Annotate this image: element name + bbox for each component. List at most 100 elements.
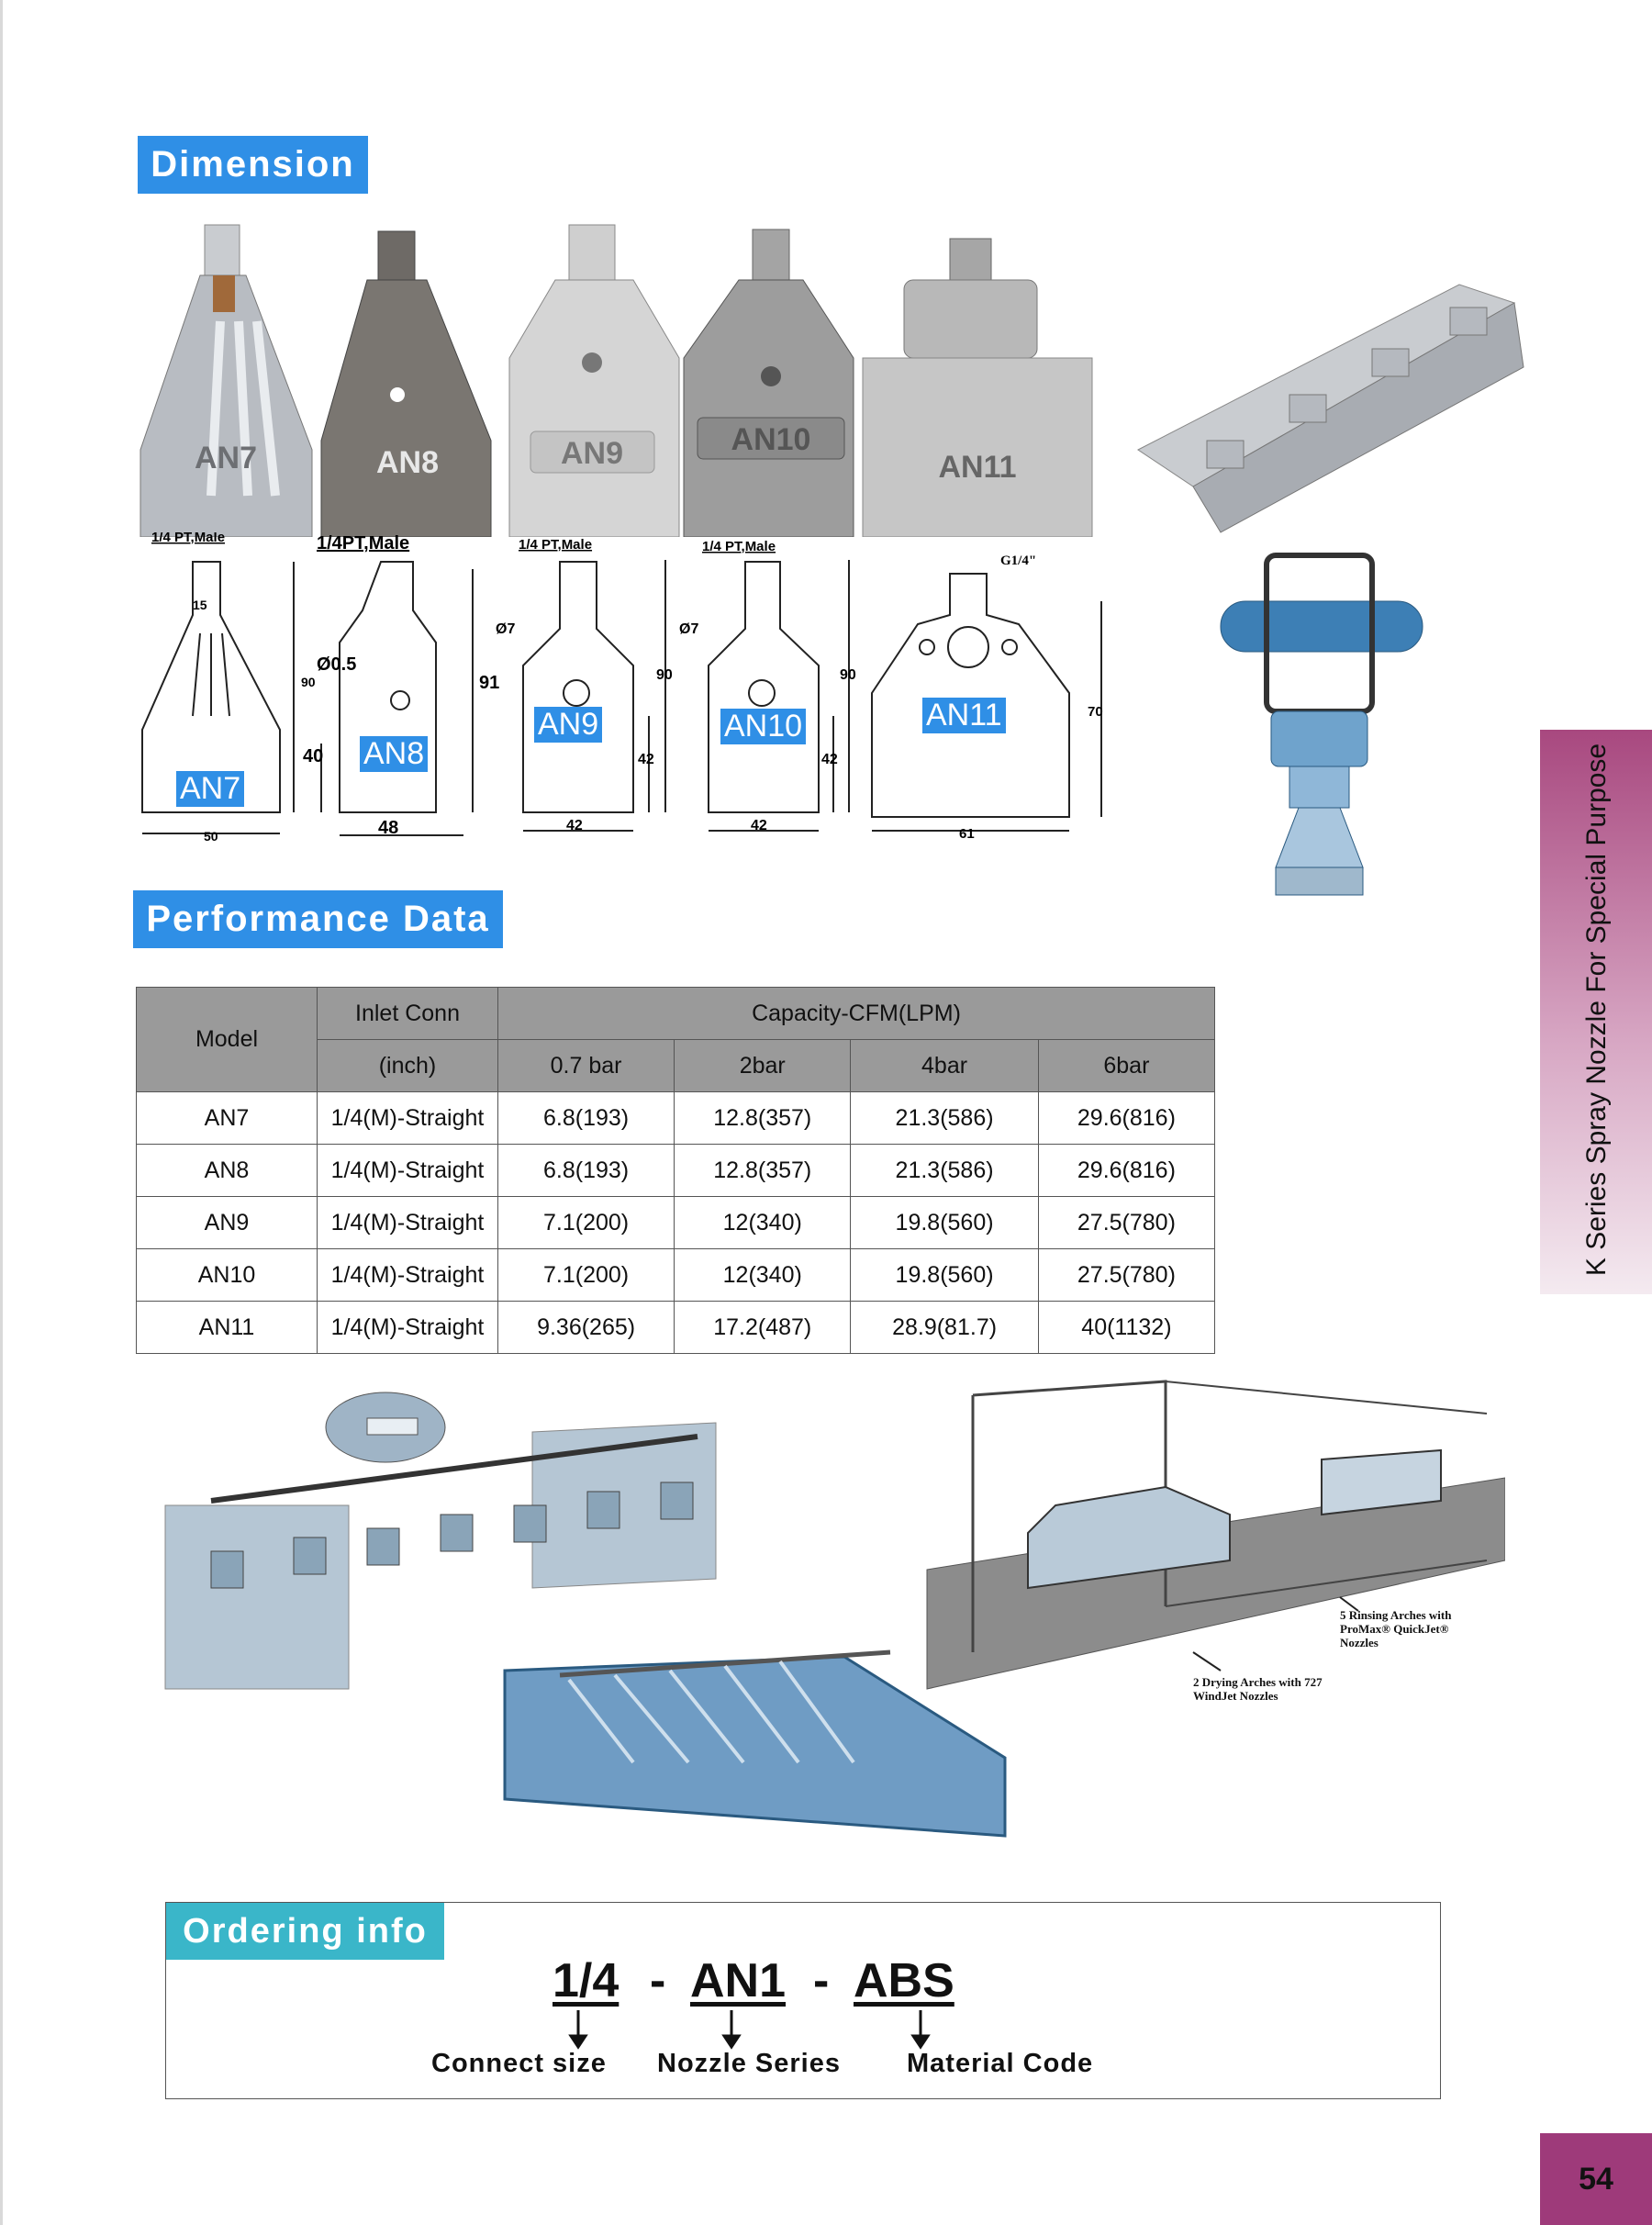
dim-an7-width: 50 xyxy=(204,829,218,844)
cell-value: 21.3(586) xyxy=(850,1091,1039,1145)
photo-an7: AN7 xyxy=(140,224,313,538)
table-row: AN11 1/4(M)-Straight 9.36(265) 17.2(487)… xyxy=(136,1301,1216,1354)
cell-value: 9.36(265) xyxy=(497,1301,675,1354)
cell-value: 12.8(357) xyxy=(674,1091,852,1145)
header-inlet: Inlet Conn xyxy=(317,987,498,1040)
cell-model: AN10 xyxy=(136,1248,318,1302)
caption-material-code: Material Code xyxy=(907,2049,1094,2078)
nozzle-photo-row: AN7 AN8 AN9 AN10 A xyxy=(138,220,1533,538)
cell-inlet: 1/4(M)-Straight xyxy=(317,1091,498,1145)
dim-an7-height: 90 xyxy=(301,675,316,689)
cell-value: 6.8(193) xyxy=(497,1144,675,1197)
code-dash-1: - xyxy=(650,1954,666,2007)
rinsing-caption: 5 Rinsing Arches with ProMax® QuickJet® … xyxy=(1340,1608,1452,1649)
dimension-title: Dimension xyxy=(138,136,368,194)
conn-an11: G1/4" xyxy=(1000,553,1036,568)
cell-inlet: 1/4(M)-Straight xyxy=(317,1196,498,1249)
header-p3: 4bar xyxy=(850,1039,1039,1092)
page-edge xyxy=(0,0,3,2225)
dim-an10-low: 42 xyxy=(821,752,838,767)
drawing-label-an9: AN9 xyxy=(534,707,603,743)
cell-value: 7.1(200) xyxy=(497,1196,675,1249)
dim-an10-hole: Ø7 xyxy=(679,621,698,637)
dim-an10-width: 42 xyxy=(751,818,767,833)
drawing-label-an7: AN7 xyxy=(176,771,245,807)
cell-value: 12(340) xyxy=(674,1196,852,1249)
table-row: AN9 1/4(M)-Straight 7.1(200) 12(340) 19.… xyxy=(136,1196,1216,1249)
dim-an11-width: 61 xyxy=(959,826,975,842)
drawing-label-an8: AN8 xyxy=(360,736,429,772)
performance-title: Performance Data xyxy=(133,890,503,948)
conn-an8: 1/4PT,Male xyxy=(317,533,409,553)
dim-an10-height: 90 xyxy=(840,667,856,683)
cell-value: 19.8(560) xyxy=(850,1248,1039,1302)
dim-an9-height: 90 xyxy=(656,667,673,683)
cell-value: 29.6(816) xyxy=(1037,1091,1216,1145)
caption-connect-size: Connect size xyxy=(431,2049,607,2078)
photo-an11: AN11 xyxy=(862,238,1093,538)
header-capacity: Capacity-CFM(LPM) xyxy=(497,987,1215,1040)
conveyor-belt-illustration xyxy=(503,1649,1007,1838)
conn-an7: 1/4 PT,Male xyxy=(151,532,225,545)
table-row: AN8 1/4(M)-Straight 6.8(193) 12.8(357) 2… xyxy=(136,1144,1216,1197)
code-material: ABS xyxy=(854,1954,954,2007)
photo-label-an9: AN9 xyxy=(561,436,623,471)
photo-an9: AN9 xyxy=(508,224,680,538)
drawings-svg: 1/4 PT,Male 15 50 90 1/4PT,Male Ø0.5 48 … xyxy=(141,530,1103,844)
cell-value: 29.6(816) xyxy=(1037,1144,1216,1197)
cell-inlet: 1/4(M)-Straight xyxy=(317,1144,498,1197)
dim-an9-width: 42 xyxy=(566,818,583,833)
page-number: 54 xyxy=(1540,2133,1652,2225)
side-tab-text: K Series Spray Nozzle For Special Purpos… xyxy=(1581,743,1612,1277)
cell-value: 27.5(780) xyxy=(1037,1248,1216,1302)
cell-inlet: 1/4(M)-Straight xyxy=(317,1248,498,1302)
code-nozzle-series: AN1 xyxy=(690,1954,787,2007)
car-wash-illustration xyxy=(926,1380,1506,1690)
photo-manifold xyxy=(1137,284,1524,533)
pipe-mount-illustration xyxy=(1202,546,1441,913)
cell-value: 7.1(200) xyxy=(497,1248,675,1302)
cell-value: 17.2(487) xyxy=(674,1301,852,1354)
header-p4: 6bar xyxy=(1037,1039,1216,1092)
cell-inlet: 1/4(M)-Straight xyxy=(317,1301,498,1354)
cell-value: 12.8(357) xyxy=(674,1144,852,1197)
header-p2: 2bar xyxy=(674,1039,852,1092)
cell-value: 27.5(780) xyxy=(1037,1196,1216,1249)
dim-an9-low: 42 xyxy=(638,752,654,767)
table-row: AN7 1/4(M)-Straight 6.8(193) 12.8(357) 2… xyxy=(136,1091,1216,1145)
photo-label-an10: AN10 xyxy=(731,422,811,457)
side-tab xyxy=(1540,730,1652,1294)
photo-label-an11: AN11 xyxy=(938,450,1016,485)
photo-label-an8: AN8 xyxy=(376,445,439,480)
header-inlet-unit: (inch) xyxy=(317,1039,498,1092)
cell-value: 40(1132) xyxy=(1037,1301,1216,1354)
drawing-label-an10: AN10 xyxy=(720,709,807,744)
dim-an7-top: 15 xyxy=(193,598,207,612)
dim-an8-height: 91 xyxy=(479,673,499,693)
ordering-arrows xyxy=(568,2010,931,2050)
caption-nozzle-series: Nozzle Series xyxy=(657,2049,841,2078)
nozzle-photos-svg: AN7 AN8 AN9 AN10 A xyxy=(140,224,1524,538)
drawing-label-an11: AN11 xyxy=(922,698,1006,733)
cell-model: AN8 xyxy=(136,1144,318,1197)
drawing-row: 1/4 PT,Male 15 50 90 1/4PT,Male Ø0.5 48 … xyxy=(138,530,1147,844)
cell-value: 28.9(81.7) xyxy=(850,1301,1039,1354)
overhead-line-illustration xyxy=(164,1392,717,1690)
cell-value: 12(340) xyxy=(674,1248,852,1302)
photo-an10: AN10 xyxy=(683,229,854,538)
drying-caption: 2 Drying Arches with 727 WindJet Nozzles xyxy=(1193,1675,1323,1703)
photo-label-an7: AN7 xyxy=(195,441,257,475)
cell-model: AN11 xyxy=(136,1301,318,1354)
conn-an10: 1/4 PT,Male xyxy=(702,539,776,554)
cell-model: AN9 xyxy=(136,1196,318,1249)
cell-value: 6.8(193) xyxy=(497,1091,675,1145)
cell-value: 19.8(560) xyxy=(850,1196,1039,1249)
cell-model: AN7 xyxy=(136,1091,318,1145)
header-p1: 0.7 bar xyxy=(497,1039,675,1092)
cell-value: 21.3(586) xyxy=(850,1144,1039,1197)
dim-an8-low: 40 xyxy=(303,746,323,766)
dim-an11-height: 70 xyxy=(1088,704,1103,720)
application-illustrations: 5 Rinsing Arches with ProMax® QuickJet® … xyxy=(156,1377,1506,1854)
header-model: Model xyxy=(136,987,318,1092)
dim-an8-width: 48 xyxy=(378,818,398,838)
